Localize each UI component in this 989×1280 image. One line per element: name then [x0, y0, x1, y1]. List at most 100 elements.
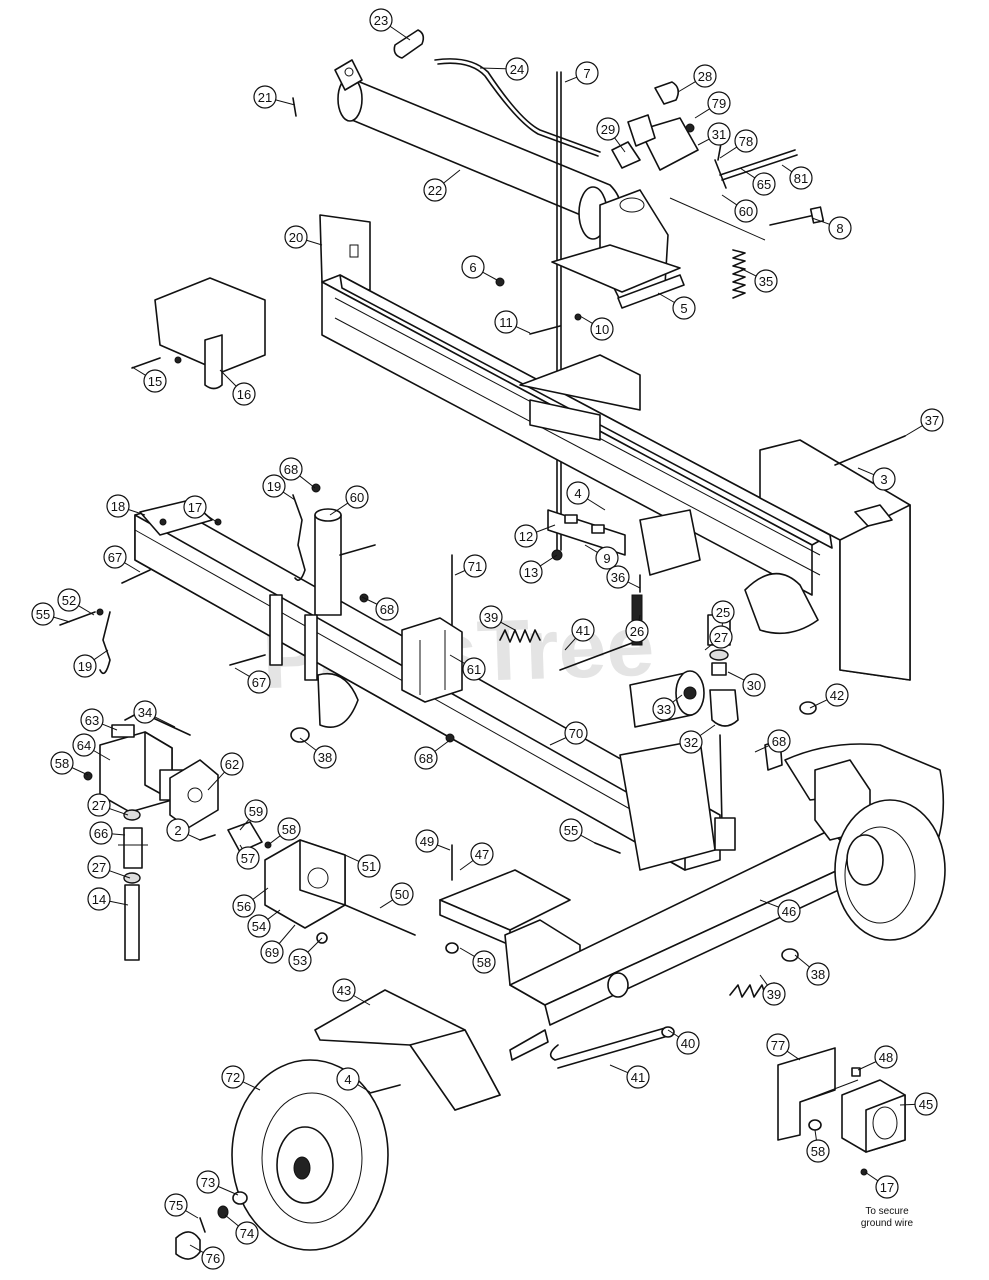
callout-leader [109, 808, 129, 816]
callout-number: 56 [237, 899, 251, 914]
callout-circle [767, 729, 791, 753]
callout-leader [389, 25, 411, 41]
callout-leader [234, 667, 250, 677]
callout-circle [566, 481, 590, 505]
callout-leader [252, 887, 269, 900]
callout-60: 60 [721, 194, 758, 223]
callout-39: 39 [479, 605, 516, 631]
callout-number: 17 [880, 1180, 894, 1195]
callout-number: 11 [499, 315, 513, 330]
callout-number: 46 [782, 904, 796, 919]
callout-number: 16 [237, 387, 251, 402]
callout-3: 3 [857, 467, 896, 491]
callout-leader [657, 292, 675, 303]
callout-number: 4 [344, 1072, 351, 1087]
callout-number: 35 [759, 274, 773, 289]
callout-67: 67 [234, 667, 271, 694]
callout-circle [676, 1031, 700, 1055]
callout-leader [721, 194, 738, 206]
callout-68: 68 [361, 596, 399, 621]
callout-number: 63 [85, 713, 99, 728]
callout-leader [699, 724, 716, 737]
callout-13: 13 [519, 554, 558, 584]
callout-4: 4 [336, 1067, 371, 1093]
callout-leader [857, 467, 875, 476]
callout-leader [53, 616, 71, 623]
callout-leader [443, 169, 461, 184]
cylinder-mount-bracket [551, 189, 685, 309]
callout-circle [505, 57, 529, 81]
callout-number: 68 [419, 751, 433, 766]
hydraulic-hose [434, 58, 601, 153]
callout-leader [614, 137, 626, 153]
callout-circle [50, 751, 74, 775]
callout-circle [590, 317, 614, 341]
callout-8: 8 [811, 216, 852, 240]
callout-circle [762, 982, 786, 1006]
callout-leader [299, 737, 317, 751]
callout-number: 43 [337, 983, 351, 998]
callout-55: 55 [559, 818, 596, 844]
callout-leader [353, 995, 371, 1006]
callout-leader [344, 854, 360, 862]
callout-circle [220, 752, 244, 776]
callout-leader [482, 271, 498, 281]
callout-68: 68 [279, 457, 316, 489]
callout-15: 15 [131, 366, 167, 393]
callout-leader [672, 694, 683, 703]
callout-number: 58 [477, 955, 491, 970]
callout-number: 3 [880, 472, 887, 487]
callout-leader [759, 899, 779, 908]
callout-19: 19 [262, 474, 296, 501]
callout-circle [596, 117, 620, 141]
callout-68: 68 [414, 739, 451, 770]
callout-circle [571, 618, 595, 642]
callout-number: 30 [747, 678, 761, 693]
callout-circle [313, 745, 337, 769]
callout-circle [707, 91, 731, 115]
callout-27: 27 [87, 855, 131, 879]
callout-32: 32 [679, 724, 716, 754]
callout-45: 45 [899, 1092, 938, 1116]
callout-number: 51 [362, 859, 376, 874]
callout-51: 51 [344, 854, 381, 878]
callout-leader [219, 369, 237, 387]
callout-leader [904, 425, 923, 437]
callout-number: 15 [148, 374, 162, 389]
callout-number: 26 [630, 624, 644, 639]
callout-41: 41 [564, 618, 595, 651]
callout-circle [106, 494, 130, 518]
callout-number: 65 [757, 177, 771, 192]
callout-circle [920, 408, 944, 432]
callout-number: 38 [811, 967, 825, 982]
callout-circle [472, 950, 496, 974]
callout-72: 72 [221, 1065, 261, 1091]
callout-25: 25 [711, 600, 735, 631]
callout-40: 40 [667, 1029, 700, 1055]
callout-leader [677, 81, 696, 93]
callout-22: 22 [423, 169, 461, 202]
callout-81: 81 [781, 164, 813, 190]
callout-circle [734, 129, 758, 153]
callout-39: 39 [759, 974, 786, 1006]
callout-leader [224, 1214, 239, 1227]
axle-frame [439, 739, 861, 1026]
callout-circle [693, 64, 717, 88]
callout-circle [519, 560, 543, 584]
callout-43: 43 [332, 978, 371, 1006]
callout-68: 68 [754, 729, 791, 753]
callout-circle [279, 457, 303, 481]
callout-number: 64 [77, 738, 91, 753]
beam-end-plate [759, 439, 911, 681]
pump-mount-plate [169, 759, 219, 829]
callout-23: 23 [369, 8, 411, 41]
callout-leader [536, 524, 556, 533]
callout-leader [306, 239, 323, 246]
callout-leader [189, 1244, 204, 1254]
callout-number: 40 [681, 1036, 695, 1051]
coupler [227, 821, 263, 853]
callout-number: 21 [258, 90, 272, 105]
callout-number: 17 [188, 500, 202, 515]
callout-circle [72, 733, 96, 757]
callout-circle [672, 296, 696, 320]
